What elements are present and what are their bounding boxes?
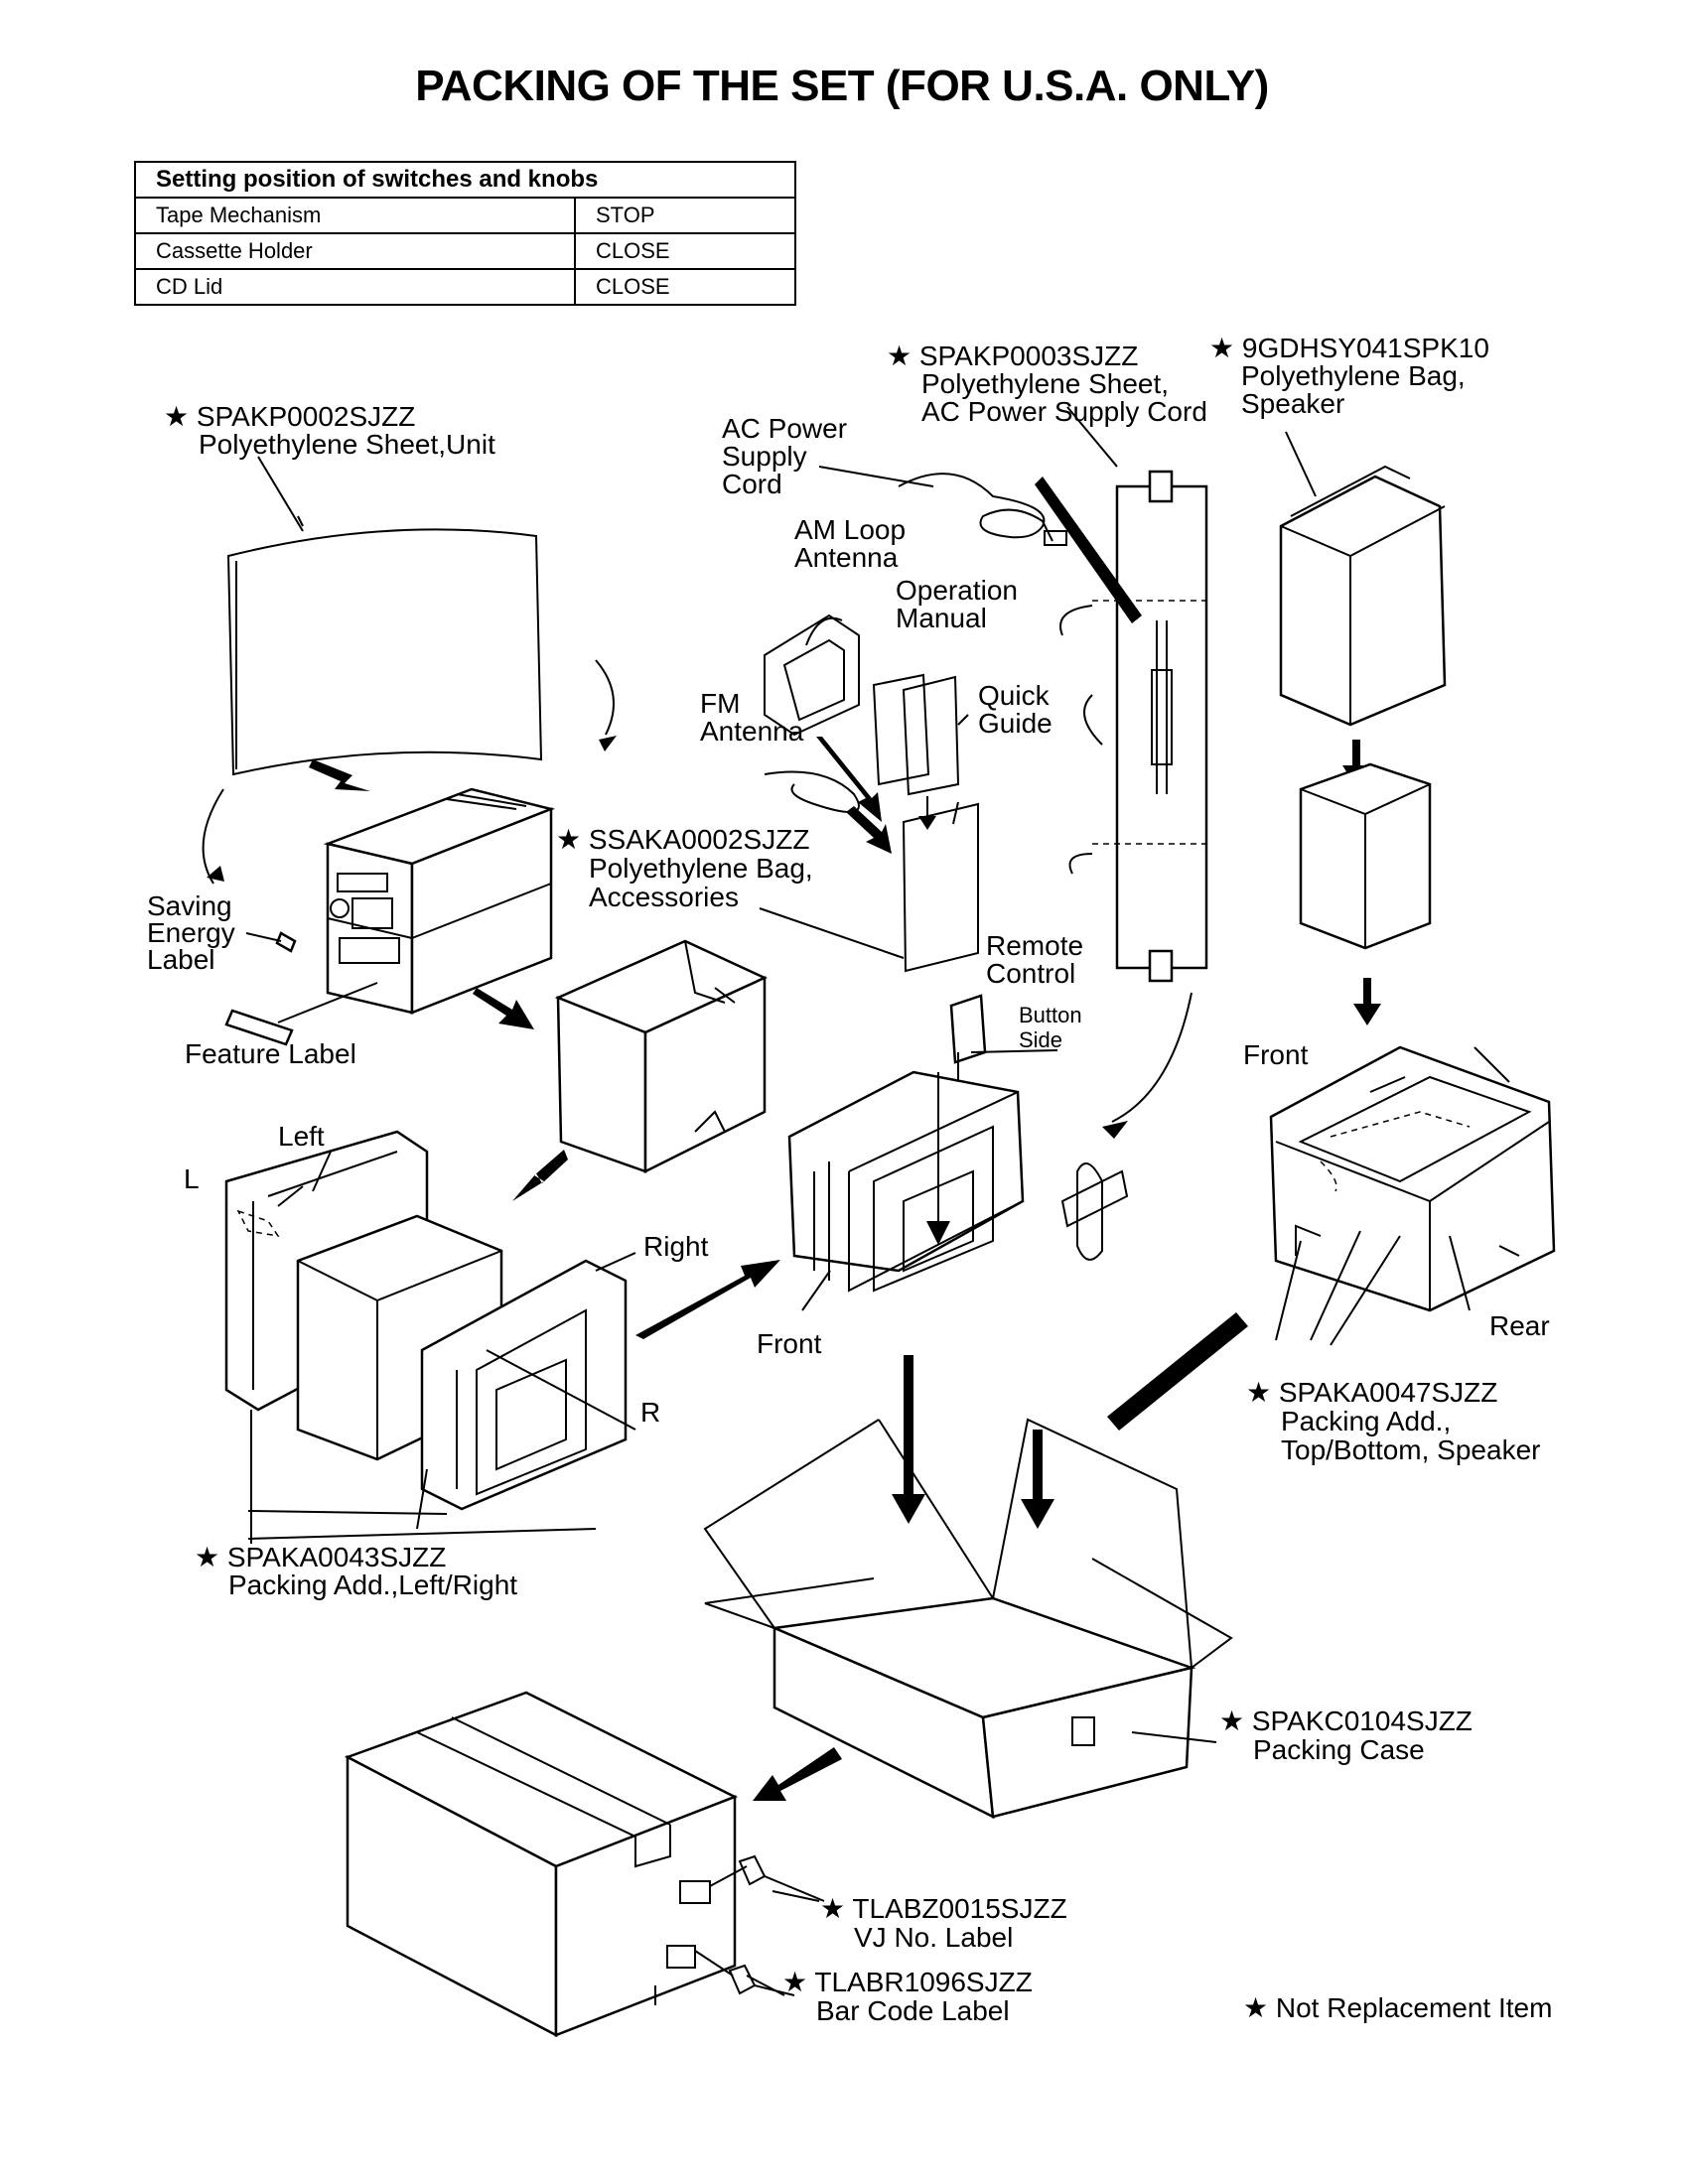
callout-packing-case: ★ SPAKC0104SJZZ Packing Case: [1219, 1706, 1473, 1765]
callout-code: ★ SPAKC0104SJZZ: [1219, 1706, 1473, 1736]
accessories-drawing: [764, 473, 1067, 973]
poly-sheet-unit-drawing: [202, 515, 617, 885]
table-row: CD Lid CLOSE: [134, 268, 796, 306]
label-rear: Rear: [1489, 1310, 1550, 1341]
callout-desc: Polyethylene Sheet,Unit: [199, 429, 495, 460]
remote-center-packing-drawing: [787, 992, 1193, 1311]
callout-desc: Speaker: [1241, 388, 1344, 419]
cord-sheet-drawing: [1035, 470, 1208, 983]
setting-item: CD Lid: [134, 268, 576, 306]
label-saving-energy: Energy: [147, 917, 235, 948]
callout-poly-bag-speaker: ★ 9GDHSY041SPK10 Polyethylene Bag, Speak…: [1209, 333, 1489, 419]
packing-case-closed-drawing: [344, 1691, 842, 2038]
setting-item: Tape Mechanism: [134, 197, 576, 234]
callout-vj-label: ★ TLABZ0015SJZZ VJ No. Label: [820, 1893, 1067, 1953]
callout-bar-code-label: ★ TLABR1096SJZZ Bar Code Label: [782, 1967, 1033, 2026]
callout-code: ★ TLABR1096SJZZ: [782, 1967, 1033, 1997]
setting-value: CLOSE: [574, 232, 796, 270]
setting-item: Cassette Holder: [134, 232, 576, 270]
page-title: PACKING OF THE SET (FOR U.S.A. ONLY): [415, 62, 1269, 110]
label-ac-cord: AC Power: [722, 413, 847, 444]
callout-code: ★ SPAKP0002SJZZ: [164, 401, 415, 432]
label-operation-manual: Operation: [896, 575, 1018, 606]
callout-code: ★ 9GDHSY041SPK10: [1209, 333, 1489, 363]
label-operation-manual: Manual: [896, 603, 987, 633]
leader-lines: [257, 406, 1510, 1996]
label-saving-energy: Label: [147, 944, 215, 975]
label-l: L: [184, 1163, 200, 1194]
packing-case-open-drawing: [703, 1312, 1248, 1820]
callout-desc: Packing Add.,: [1281, 1406, 1451, 1436]
callout-desc: Accessories: [589, 882, 739, 912]
label-quick-guide: Guide: [978, 708, 1052, 739]
callout-desc: Packing Add.,Left/Right: [228, 1570, 517, 1600]
callout-desc: Packing Case: [1253, 1734, 1425, 1765]
table-row: Tape Mechanism STOP: [134, 197, 796, 234]
table-row: Cassette Holder CLOSE: [134, 232, 796, 270]
callout-desc: Polyethylene Bag,: [589, 853, 813, 884]
label-button-side: Side: [1019, 1027, 1062, 1052]
label-front: Front: [757, 1328, 822, 1359]
callout-packing-left-right: ★ SPAKA0043SJZZ Packing Add.,Left/Right: [195, 1542, 517, 1600]
label-fm-antenna: Antenna: [700, 716, 804, 747]
callout-desc: Polyethylene Bag,: [1241, 360, 1466, 391]
label-am-antenna: AM Loop: [794, 514, 906, 545]
callout-poly-sheet-unit: ★ SPAKP0002SJZZ Polyethylene Sheet,Unit: [164, 401, 495, 460]
callout-desc: Bar Code Label: [816, 1995, 1010, 2026]
callout-code: ★ SPAKA0047SJZZ: [1246, 1377, 1497, 1408]
note-not-replacement: ★ Not Replacement Item: [1243, 1992, 1552, 2023]
settings-table-header: Setting position of switches and knobs: [134, 161, 796, 199]
setting-value: STOP: [574, 197, 796, 234]
label-fm-antenna: FM: [700, 688, 740, 719]
bagged-unit-drawing: [512, 939, 768, 1201]
setting-value: CLOSE: [574, 268, 796, 306]
callout-desc: Polyethylene Sheet,: [921, 368, 1169, 399]
label-remote: Remote: [986, 930, 1083, 961]
label-button-side: Button: [1019, 1003, 1082, 1027]
label-ac-cord: Cord: [722, 469, 782, 499]
callout-poly-sheet-cord: ★ SPAKP0003SJZZ Polyethylene Sheet, AC P…: [887, 341, 1207, 427]
label-saving-energy: Saving: [147, 890, 232, 921]
small-labels-drawing: [224, 931, 378, 1046]
label-left: Left: [278, 1121, 325, 1152]
label-front: Front: [1243, 1039, 1309, 1070]
label-r: R: [640, 1397, 660, 1428]
packing-left-right-drawing: [224, 1130, 780, 1544]
label-feature: Feature Label: [185, 1038, 356, 1069]
stereo-unit-drawing: [309, 759, 556, 1029]
callout-desc: VJ No. Label: [854, 1922, 1013, 1953]
label-am-antenna: Antenna: [794, 542, 899, 573]
callout-packing-top-bottom: ★ SPAKA0047SJZZ Packing Add., Top/Bottom…: [1246, 1377, 1540, 1465]
label-right: Right: [643, 1231, 709, 1262]
callout-code: ★ SPAKA0043SJZZ: [195, 1542, 446, 1572]
label-remote: Control: [986, 958, 1075, 989]
part-labels: AC Power Supply Cord AM Loop Antenna Ope…: [147, 413, 1552, 2023]
settings-table: Setting position of switches and knobs T…: [134, 161, 796, 306]
label-quick-guide: Quick: [978, 680, 1051, 711]
callout-code: ★ SPAKP0003SJZZ: [887, 341, 1138, 371]
speaker-drawing: [1269, 465, 1556, 1312]
callout-desc: AC Power Supply Cord: [921, 396, 1207, 427]
label-ac-cord: Supply: [722, 441, 807, 472]
callout-poly-bag-accessories: ★ SSAKA0002SJZZ Polyethylene Bag, Access…: [556, 824, 813, 912]
callout-code: ★ TLABZ0015SJZZ: [820, 1893, 1067, 1924]
callout-desc: Top/Bottom, Speaker: [1281, 1434, 1540, 1465]
callout-code: ★ SSAKA0002SJZZ: [556, 824, 809, 855]
